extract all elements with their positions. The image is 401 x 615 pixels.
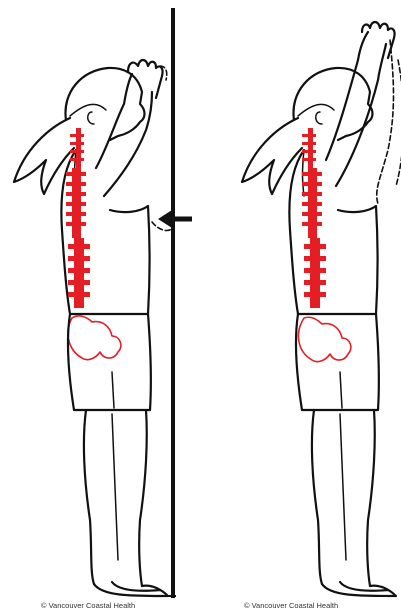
feet xyxy=(94,582,168,596)
head xyxy=(293,68,372,140)
arm-dashed xyxy=(377,40,394,204)
copyright-credit-right: © Vancouver Coastal Health xyxy=(244,602,338,610)
arm-lower xyxy=(336,44,386,186)
pelvis-right xyxy=(298,317,350,361)
arm-dashed-2 xyxy=(396,60,401,186)
leg-back xyxy=(84,410,94,584)
hands xyxy=(128,60,163,98)
arm-upper xyxy=(96,74,132,168)
leg-inner xyxy=(340,414,346,560)
ponytail xyxy=(242,118,302,194)
leg-back xyxy=(312,410,322,584)
pelvis-left xyxy=(68,316,121,360)
figure-left xyxy=(14,8,192,598)
leg-front xyxy=(139,410,147,586)
spine-right xyxy=(302,128,326,308)
leg-inner xyxy=(112,414,118,560)
copyright-credit-left: © Vancouver Coastal Health xyxy=(41,602,135,610)
arm-upper xyxy=(326,32,368,160)
figure-right xyxy=(242,22,401,596)
spine-left xyxy=(66,128,90,308)
feet xyxy=(322,582,396,596)
ear xyxy=(88,112,94,124)
ear xyxy=(316,112,322,124)
shorts-split xyxy=(112,372,114,408)
arm-lower xyxy=(104,92,152,196)
leg-front xyxy=(367,410,375,586)
ponytail xyxy=(14,118,74,194)
shorts-split xyxy=(340,372,342,408)
